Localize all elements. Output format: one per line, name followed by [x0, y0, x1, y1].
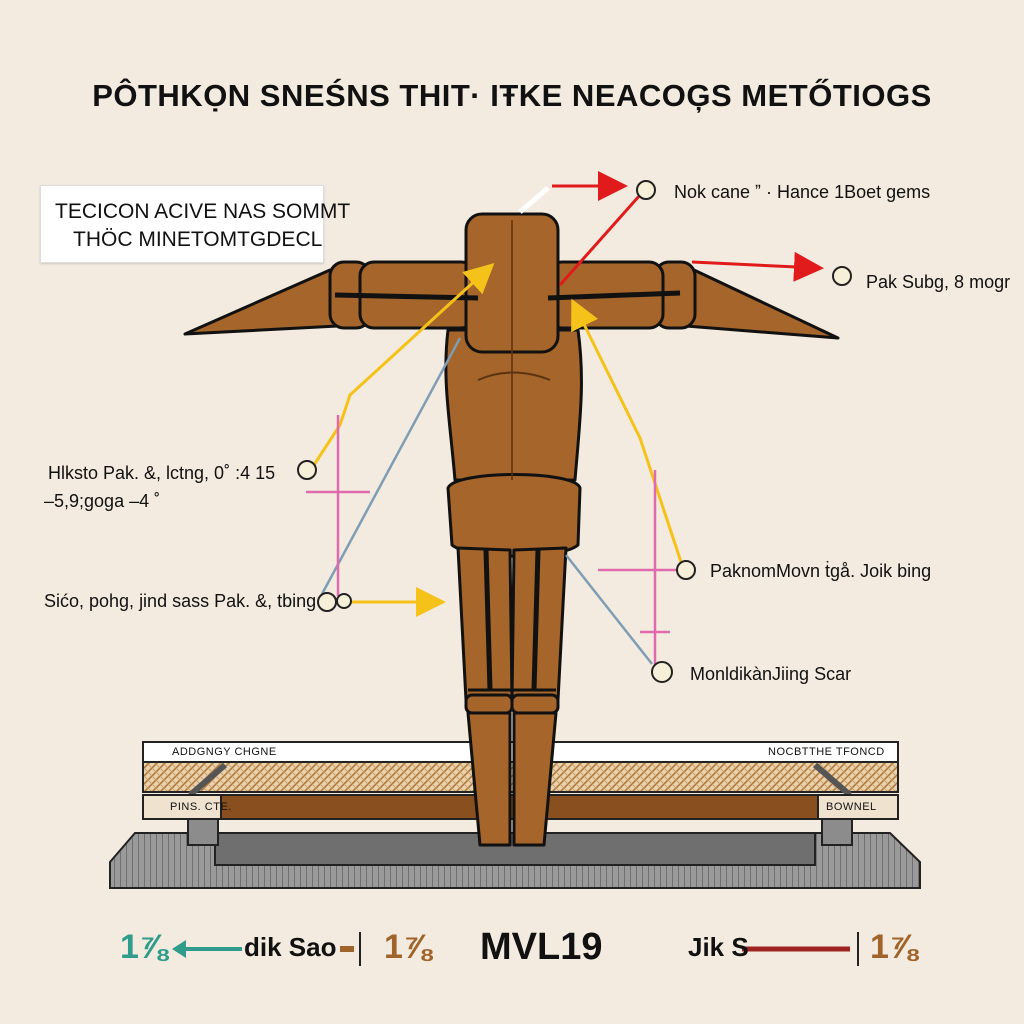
label-right-mid: PaknomMovn ṫgå. Joik bing [710, 561, 932, 581]
white-leader-line [518, 186, 550, 214]
platform-label-mid-right: BOWNEL [826, 801, 877, 813]
legend-number-2: 1⅞ [384, 928, 432, 966]
legend-word-2: Jik S [688, 932, 749, 962]
red-pointer-arrows [552, 171, 824, 286]
legend-number-3: 1⅞ [870, 928, 918, 966]
label-left-mid-2: –5,9;goga –4 ˚ [44, 491, 161, 511]
platform-label-top-right: NOCBTTHE TFONCD [768, 746, 885, 758]
legend-center-code: MVL19 [480, 926, 603, 968]
callout-line-1: TECICON ACIVE NAS SOMMT [55, 200, 351, 223]
legend-number-1: 1⅞ [120, 928, 168, 966]
label-top-right: Nok cane ˮ · Hance 1Boet gems [674, 182, 931, 202]
label-left-lower: Sićo, pohg, jind sass Pak. &, tbing [44, 591, 317, 611]
yellow-pointer-arrows [310, 262, 684, 617]
pink-bracket-lines [306, 415, 680, 668]
blue-pointer-lines [320, 337, 653, 665]
platform-label-mid-left: PINS. CTE. [170, 801, 232, 813]
label-left-mid-1: Hlksto Pak. &, lctng, 0˚ :4 15 [48, 463, 276, 483]
label-right-lower: MonldikànJiing Scar [690, 664, 852, 684]
callout-box: TECICON ACIVE NAS SOMMT THÖC MINETOMTGDE… [40, 185, 350, 263]
callout-line-2: THÖC MINETOMTGDECL [73, 228, 323, 251]
diagram-title: PÔTHKỌN SNEŚNS THIT· IŦKE NEACOĢS METŐTI… [92, 78, 932, 113]
legend-graphics [172, 932, 859, 966]
label-right-upper: Pak Subg, 8 mogr [866, 272, 1011, 292]
legend-word-1: dik Sao [244, 932, 337, 962]
pearl-dot-icon [297, 180, 852, 683]
mannequin-detail-lines [334, 220, 681, 692]
platform-label-top-left: ADDGNGY CHGNE [172, 746, 277, 758]
